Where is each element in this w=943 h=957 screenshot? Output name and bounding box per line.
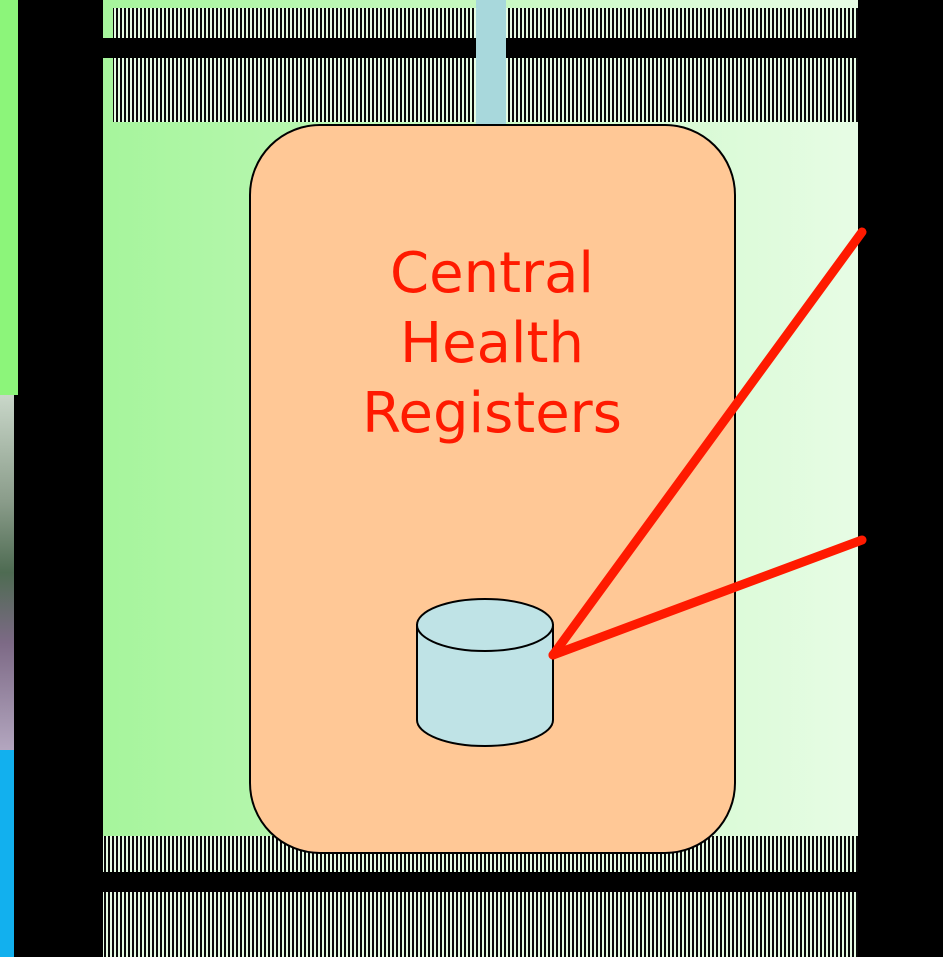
bottom-black-bar bbox=[103, 872, 868, 892]
red-connector-lines bbox=[548, 227, 867, 660]
box-label-line-1: Central bbox=[390, 241, 594, 306]
right-black-region bbox=[858, 0, 943, 957]
box-label-line-2: Health bbox=[400, 311, 584, 376]
database-cylinder-icon bbox=[416, 598, 554, 747]
left-edge-cyan-strip bbox=[0, 750, 14, 957]
bottom-hatch-band-2 bbox=[103, 892, 868, 957]
left-edge-green-strip bbox=[0, 0, 18, 395]
central-health-registers-box bbox=[249, 124, 736, 854]
left-edge-photo-strip bbox=[0, 395, 14, 750]
box-label-line-3: Registers bbox=[362, 381, 622, 446]
